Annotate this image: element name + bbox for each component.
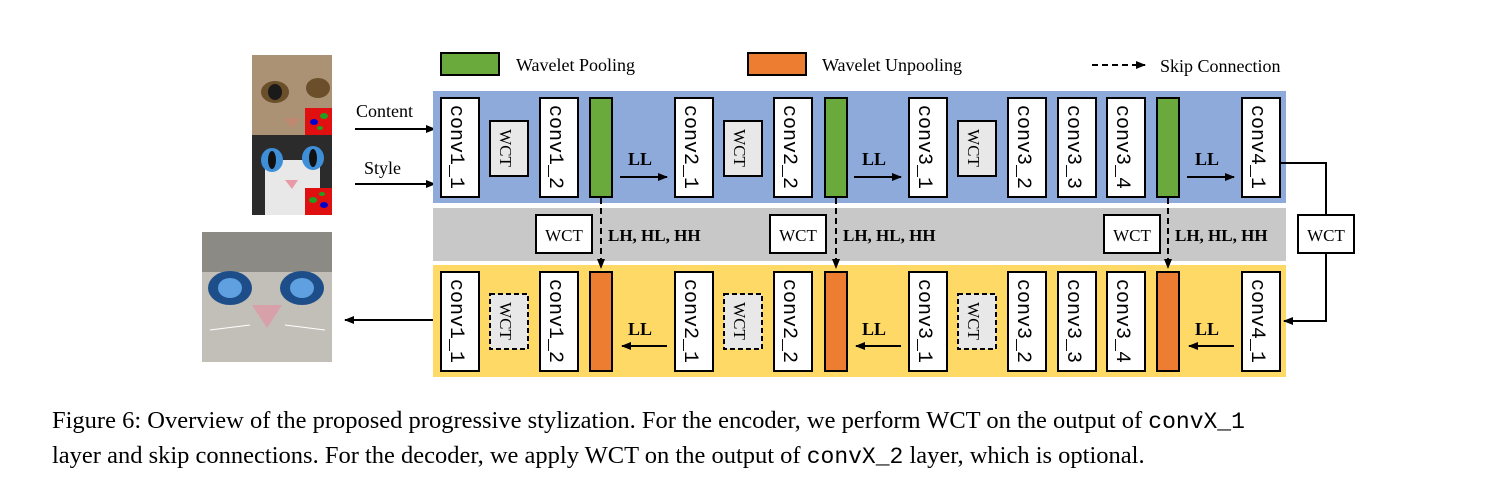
decoder-conv3_1: conv3_1 (908, 271, 948, 372)
decoder-conv3_1-label: conv3_1 (912, 279, 935, 363)
skip-wct-2: WCT (769, 214, 827, 254)
content-label: Content (356, 101, 413, 121)
decoder-conv3_3: conv3_3 (1057, 271, 1097, 372)
svg-text:WCT: WCT (545, 226, 583, 245)
decoder-ll-label-3: LL (1195, 319, 1219, 339)
skip-bands-label-3: LH, HL, HH (1175, 226, 1268, 245)
bottleneck-line-bottom (1283, 253, 1327, 325)
bottleneck-line-top (1281, 162, 1327, 215)
style-label: Style (364, 158, 401, 178)
encoder-ll-label-2: LL (862, 149, 886, 169)
figure-caption: Figure 6: Overview of the proposed progr… (52, 404, 1502, 474)
encoder-conv3_2: conv3_2 (1007, 97, 1047, 198)
caption-line-2: layer and skip connections. For the deco… (52, 439, 1502, 474)
decoder-conv4_1-label: conv4_1 (1245, 279, 1268, 363)
wavelet-pooling-2 (824, 97, 848, 198)
decoder-conv3_3-label: conv3_3 (1061, 279, 1084, 363)
decoder-conv2_1: conv2_1 (674, 271, 714, 372)
encoder-conv1_1: conv1_1 (440, 97, 480, 198)
legend-pooling-swatch (440, 52, 500, 76)
content-image (252, 55, 332, 135)
skip-wct-3: WCT (1103, 214, 1161, 254)
decoder-ll-label-1: LL (628, 319, 652, 339)
legend-unpooling-swatch (747, 52, 807, 76)
svg-text:WCT: WCT (730, 129, 749, 167)
svg-text:WCT: WCT (964, 129, 983, 167)
encoder-wct-2: WCT (723, 120, 763, 177)
encoder-conv1_2: conv1_2 (539, 97, 579, 198)
wavelet-unpooling-2 (824, 271, 848, 372)
caption-text-1: Figure 6: Overview of the proposed progr… (52, 407, 1149, 434)
caption-code-2: convX_2 (806, 444, 904, 470)
decoder-conv1_2: conv1_2 (539, 271, 579, 372)
legend-unpooling-label: Wavelet Unpooling (822, 55, 962, 75)
encoder-conv3_1-label: conv3_1 (912, 105, 935, 189)
encoder-ll-label-3: LL (1195, 149, 1219, 169)
encoder-conv3_2-label: conv3_2 (1011, 105, 1034, 189)
encoder-ll-label-1: LL (628, 149, 652, 169)
encoder-conv1_2-label: conv1_2 (543, 105, 566, 189)
decoder-conv1_1-label: conv1_1 (444, 279, 467, 363)
svg-text:WCT: WCT (779, 226, 817, 245)
bottleneck-wct: WCT (1297, 214, 1355, 254)
encoder-wct-3: WCT (957, 120, 997, 177)
wavelet-unpooling-3 (1156, 271, 1180, 372)
encoder-conv4_1: conv4_1 (1241, 97, 1281, 198)
decoder-ll-label-2: LL (862, 319, 886, 339)
legend-skip-label: Skip Connection (1160, 56, 1281, 76)
skip-bands-label-1: LH, HL, HH (608, 226, 701, 245)
caption-text-3: layer, which is optional. (903, 442, 1145, 469)
encoder-conv4_1-label: conv4_1 (1245, 105, 1268, 189)
wavelet-unpooling-1 (589, 271, 613, 372)
skip-bands-label-2: LH, HL, HH (843, 226, 936, 245)
svg-text:WCT: WCT (1113, 226, 1151, 245)
progressive-stylization-diagram: Wavelet Pooling Wavelet Unpooling Skip C… (202, 52, 1355, 377)
svg-text:WCT: WCT (964, 302, 983, 340)
decoder-wct-optional-2: WCT (723, 293, 763, 350)
decoder-conv1_1: conv1_1 (440, 271, 480, 372)
content-mask (305, 108, 332, 135)
skip-wct-1: WCT (535, 214, 593, 254)
decoder-conv3_2-label: conv3_2 (1011, 279, 1034, 363)
decoder-conv1_2-label: conv1_2 (543, 279, 566, 363)
encoder-conv2_2-label: conv2_2 (777, 105, 800, 189)
decoder-conv2_1-label: conv2_1 (678, 279, 701, 363)
decoder-conv3_4: conv3_4 (1106, 271, 1146, 372)
wavelet-pooling-3 (1156, 97, 1180, 198)
encoder-conv3_4-label: conv3_4 (1110, 105, 1133, 189)
svg-text:WCT: WCT (1307, 226, 1345, 245)
wavelet-pooling-1 (589, 97, 613, 198)
encoder-conv3_3: conv3_3 (1057, 97, 1097, 198)
svg-text:WCT: WCT (496, 302, 515, 340)
svg-text:WCT: WCT (730, 302, 749, 340)
decoder-conv2_2-label: conv2_2 (777, 279, 800, 363)
encoder-conv2_1: conv2_1 (674, 97, 714, 198)
decoder-wct-optional-1: WCT (489, 293, 529, 350)
encoder-conv3_4: conv3_4 (1106, 97, 1146, 198)
legend-pooling-label: Wavelet Pooling (516, 55, 635, 75)
style-image (252, 135, 332, 215)
decoder-conv4_1: conv4_1 (1241, 271, 1281, 372)
decoder-conv2_2: conv2_2 (773, 271, 813, 372)
caption-code-1: convX_1 (1148, 409, 1245, 435)
style-mask (305, 188, 332, 215)
encoder-conv2_2: conv2_2 (773, 97, 813, 198)
output-image (202, 232, 332, 362)
encoder-conv1_1-label: conv1_1 (444, 105, 467, 189)
encoder-conv3_3-label: conv3_3 (1061, 105, 1084, 189)
decoder-conv3_4-label: conv3_4 (1110, 279, 1133, 363)
encoder-conv3_1: conv3_1 (908, 97, 948, 198)
legend: Wavelet Pooling Wavelet Unpooling Skip C… (440, 52, 1281, 76)
decoder-conv3_2: conv3_2 (1007, 271, 1047, 372)
svg-text:WCT: WCT (496, 129, 515, 167)
caption-text-2: layer and skip connections. For the deco… (52, 442, 807, 469)
encoder-wct-1: WCT (489, 120, 529, 177)
encoder-conv2_1-label: conv2_1 (678, 105, 701, 189)
caption-line-1: Figure 6: Overview of the proposed progr… (52, 404, 1502, 439)
decoder-wct-optional-3: WCT (957, 293, 997, 350)
